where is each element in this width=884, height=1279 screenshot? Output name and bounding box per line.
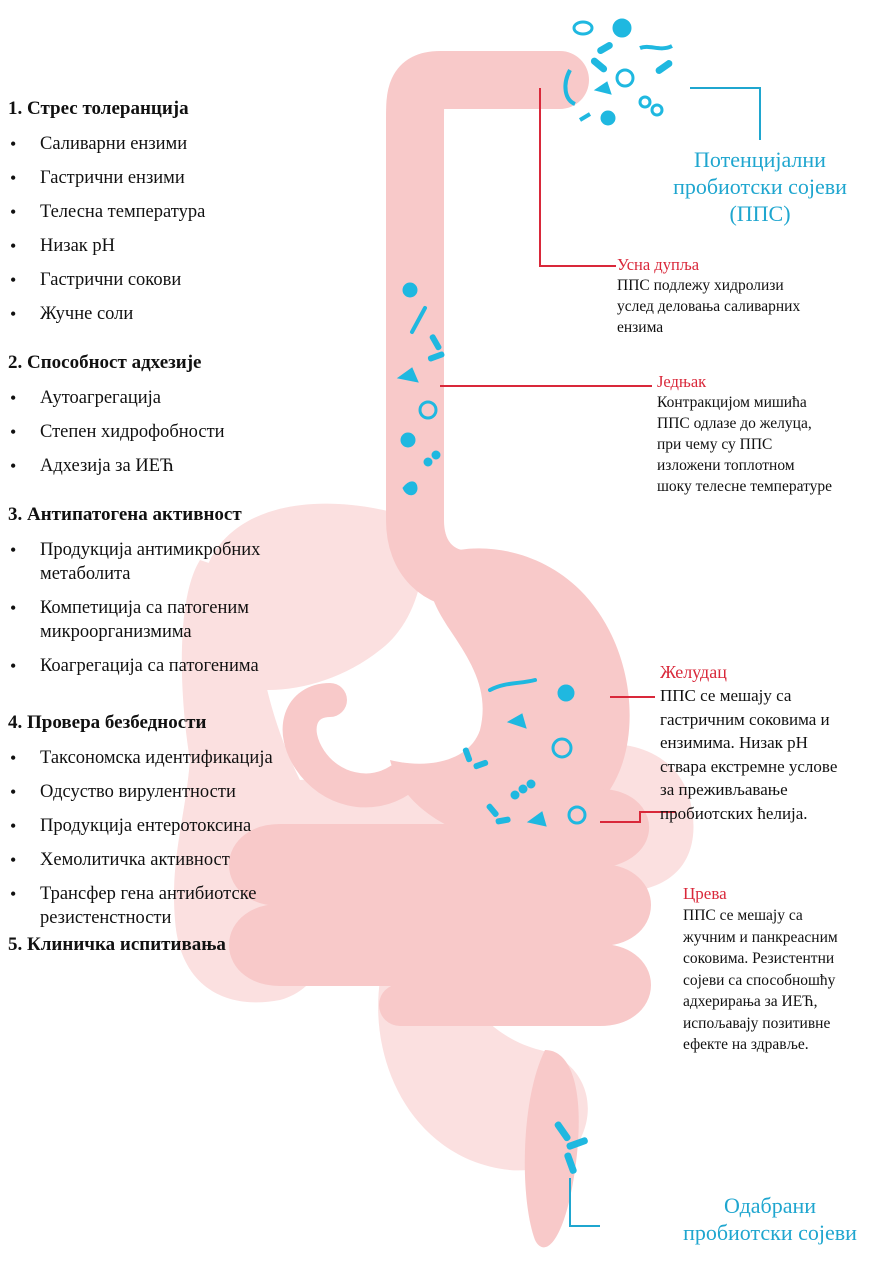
callout-title-intestine: Црева <box>683 884 727 904</box>
group-title: 5. Клиничка испитивања <box>8 932 226 958</box>
group-title: 4. Провера безбедности <box>8 710 340 736</box>
criteria-group-safety: 4. Провера безбедности Таксономска идент… <box>8 710 340 930</box>
leader-line-selected <box>570 1178 600 1226</box>
potential-strains-label: Потенцијални пробиотски сојеви (ППС) <box>650 146 870 227</box>
callout-text-esophagus: Контракцијом мишића ППС одлазе до желуца… <box>657 392 832 497</box>
list-item: Таксономска идентификација <box>8 746 340 770</box>
list-item: Низак pH <box>8 234 205 258</box>
group-title: 1. Стрес толеранција <box>8 96 205 122</box>
callout-text-intestine: ППС се мешају са жучним и панкреасним со… <box>683 905 838 1056</box>
list-item: Саливарни ензими <box>8 132 205 156</box>
callout-title-mouth: Усна дупља <box>617 255 699 275</box>
group-title: 3. Антипатогена активност <box>8 502 330 528</box>
list-item: Продукција ентеротоксина <box>8 814 340 838</box>
list-item: Трансфер гена антибиотске резистенстност… <box>8 882 340 930</box>
list-item: Телесна температура <box>8 200 205 224</box>
list-item: Гастрични сокови <box>8 268 205 292</box>
list-item: Адхезија за ИЕЋ <box>8 454 225 478</box>
group-title: 2. Способност адхезије <box>8 350 225 376</box>
callout-title-stomach: Желудац <box>660 662 727 682</box>
selected-strains-label: Одабрани пробиотски сојеви <box>660 1192 880 1246</box>
list-item: Степен хидрофобности <box>8 420 225 444</box>
list-item: Продукција антимикробних метаболита <box>8 538 330 586</box>
list-item: Жучне соли <box>8 302 205 326</box>
list-item: Хемолитичка активност <box>8 848 340 872</box>
callout-title-esophagus: Једњак <box>657 372 706 392</box>
criteria-group-stress: 1. Стрес толеранција Саливарни ензими Га… <box>8 96 205 326</box>
list-item: Компетиција са патогеним микроорганизмим… <box>8 596 330 644</box>
list-item: Аутоагрегација <box>8 386 225 410</box>
list-item: Гастрични ензими <box>8 166 205 190</box>
criteria-group-antipathogen: 3. Антипатогена активност Продукција ант… <box>8 502 330 678</box>
callout-text-mouth: ППС подлежу хидролизи услед деловања сал… <box>617 275 800 338</box>
list-item: Одсуство вирулентности <box>8 780 340 804</box>
criteria-group-clinical: 5. Клиничка испитивања <box>8 932 226 958</box>
esophagus <box>415 80 560 580</box>
leader-line-potential <box>690 88 760 140</box>
callout-text-stomach: ППС се мешају са гастричним соковима и е… <box>660 684 837 825</box>
criteria-group-adhesion: 2. Способност адхезије Аутоагрегација Ст… <box>8 350 225 478</box>
list-item: Коагрегација са патогенима <box>8 654 330 678</box>
